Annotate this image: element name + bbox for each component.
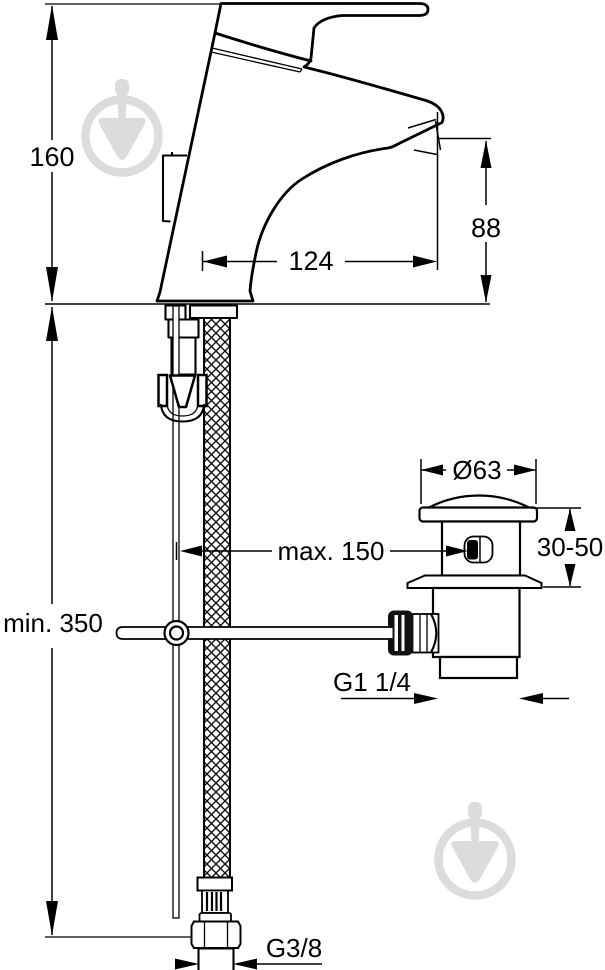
- arrowhead: [46, 306, 58, 341]
- hose-connector-block: [188, 304, 239, 320]
- faucet-body: [155, 2, 445, 303]
- dim-88-label: 88: [471, 213, 501, 243]
- pop-up-rod: [172, 305, 180, 919]
- hose-thread-pipe: [197, 947, 235, 970]
- dim-124-label: 124: [288, 246, 333, 276]
- arrowhead: [175, 958, 199, 970]
- cartridge-ring-lines: [210, 47, 303, 73]
- arrowhead: [480, 275, 492, 303]
- arrowhead: [480, 140, 492, 168]
- arrowhead: [564, 564, 576, 587]
- lever-bottom-edge: [213, 31, 313, 63]
- arrowhead: [46, 267, 58, 302]
- ball-joint-knob: [388, 610, 413, 656]
- hose-hex-nut: [190, 920, 242, 949]
- dim-drain-flange-diameter: Ø63: [420, 455, 537, 504]
- under-counter-assembly: [115, 304, 391, 970]
- arrowhead: [46, 5, 58, 40]
- arrowhead: [233, 958, 257, 970]
- dim-spout-reach: 124: [201, 112, 439, 276]
- dim-max-150-label: max. 150: [278, 536, 385, 566]
- pop-up-drain-assembly: [386, 494, 543, 680]
- arrowhead: [514, 464, 536, 476]
- arrowhead: [46, 901, 58, 936]
- dim-g1-1-4-label: G1 1/4: [333, 667, 411, 697]
- watermark-logo-top-left: [81, 79, 163, 177]
- arrowhead: [413, 255, 437, 268]
- arrowhead: [421, 464, 443, 476]
- arrowhead: [564, 508, 576, 531]
- lift-rod: [115, 626, 391, 640]
- arrowhead: [446, 545, 468, 557]
- dim-min-350-label: min. 350: [3, 608, 103, 638]
- dim-min-hose-length: min. 350: [3, 306, 103, 936]
- dim-160-label: 160: [29, 142, 74, 172]
- dim-outlet-height: 88: [437, 137, 501, 303]
- pop-up-rod-swivel-joint: [157, 373, 208, 423]
- trowel-icon: [98, 79, 146, 160]
- braided-supply-hose: [203, 317, 231, 879]
- arrowhead: [519, 693, 543, 704]
- dim-max-rod-to-drain: max. 150: [175, 536, 468, 566]
- dim-total-height: 160: [29, 5, 75, 302]
- arrowhead: [414, 693, 438, 704]
- drain-tailpipe: [438, 655, 519, 680]
- dim-g3-8-label: G3/8: [266, 933, 322, 963]
- arrowhead: [180, 545, 202, 557]
- drain-mid-body: [431, 586, 521, 659]
- drain-hole-dark-insert: [467, 540, 478, 560]
- lift-rod-pivot-inner: [168, 625, 185, 641]
- drain-ball-joint: [386, 610, 440, 656]
- drain-lower-flange: [406, 574, 543, 589]
- dim-deck-thickness: 30-50: [531, 507, 604, 588]
- drain-top-flange: [418, 506, 539, 523]
- watermark-logo-bottom-right: [434, 802, 516, 900]
- body-side-tab: [161, 152, 187, 223]
- hose-end-fitting: [190, 876, 242, 970]
- dim-supply-thread: G3/8: [175, 933, 322, 970]
- drain-plug-dome: [427, 494, 531, 510]
- dim-drain-thread: G1 1/4: [333, 667, 569, 704]
- arrowhead: [203, 255, 227, 268]
- dim-diameter-63-label: Ø63: [452, 455, 501, 485]
- faucet-silhouette: [155, 2, 445, 303]
- dim-30-50-label: 30-50: [537, 532, 604, 562]
- trowel-icon: [451, 802, 499, 883]
